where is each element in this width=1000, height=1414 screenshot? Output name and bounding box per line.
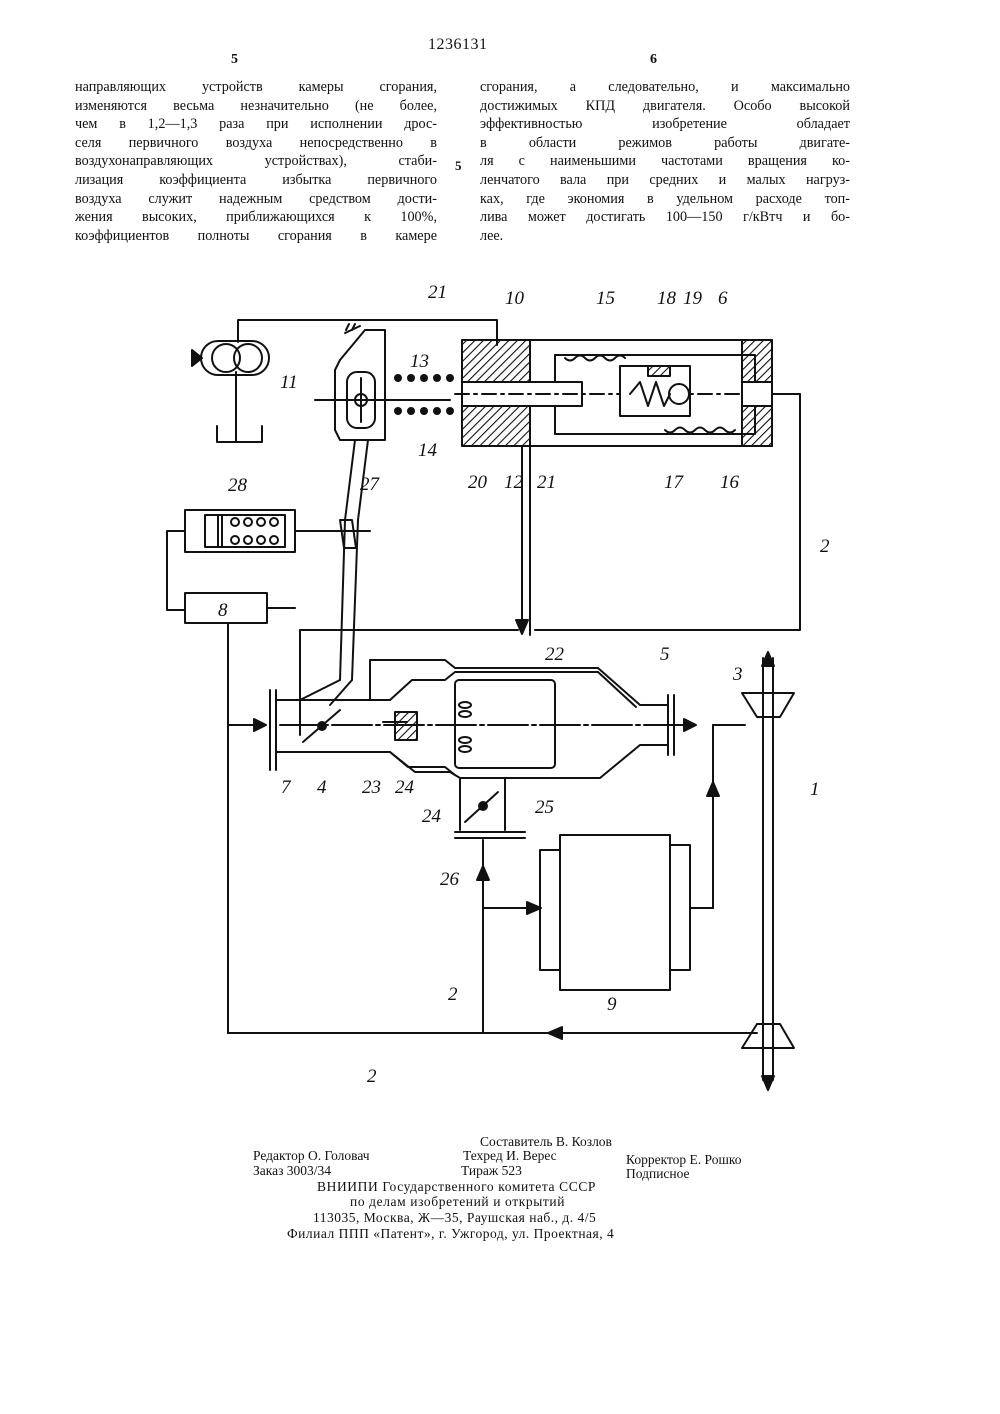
organization-dept: по делам изобретений и открытий xyxy=(350,1194,565,1210)
text-line: лее. xyxy=(480,227,850,246)
address: 113035, Москва, Ж—35, Раушская наб., д. … xyxy=(313,1210,596,1226)
editor: Редактор О. Головач xyxy=(253,1148,370,1164)
label-5: 5 xyxy=(660,644,670,665)
label-10: 10 xyxy=(505,288,525,309)
text-line: эффективностью изобретение обладает xyxy=(480,115,850,134)
secondary-air-25 xyxy=(455,778,541,1033)
text-line: ля с наименьшими частотами вращения ко- xyxy=(480,152,850,171)
label-25: 25 xyxy=(535,797,554,818)
text-line: ках, где экономия в удельном расходе топ… xyxy=(480,190,850,209)
label-2: 2 xyxy=(820,536,830,557)
label-18: 18 xyxy=(657,288,677,309)
label-21: 21 xyxy=(537,472,556,493)
label-8: 8 xyxy=(218,600,228,621)
label-3: 3 xyxy=(732,664,743,685)
label-24: 24 xyxy=(395,777,415,798)
label-19: 19 xyxy=(683,288,703,309)
text-line: ленчатого вала при средних и малых нагру… xyxy=(480,171,850,190)
text-line: в области режимов работы двигате- xyxy=(480,134,850,153)
label-24: 24 xyxy=(422,806,442,827)
text-line: селя первичного воздуха непосредственно … xyxy=(75,134,437,153)
organization: ВНИИПИ Государственного комитета СССР xyxy=(317,1179,596,1195)
label-15: 15 xyxy=(596,288,615,309)
label-13: 13 xyxy=(410,351,429,372)
combustion-chamber-5 xyxy=(280,660,696,778)
actuator-28 xyxy=(167,510,370,610)
lever-assembly xyxy=(315,324,450,520)
label-2: 2 xyxy=(448,984,458,1005)
label-17: 17 xyxy=(664,472,685,493)
text-line: изменяются весьма незначительно (не боле… xyxy=(75,97,437,116)
text-line: чем в 1,2—1,3 раза при исполнении дрос- xyxy=(75,115,437,134)
label-9: 9 xyxy=(607,994,617,1015)
text-line: сгорания, а следовательно, и максимально xyxy=(480,78,850,97)
label-6: 6 xyxy=(718,288,728,309)
transmission-shaft-1 xyxy=(713,652,794,1090)
label-7: 7 xyxy=(281,777,292,798)
text-line: воздухонаправляющих устройствах), стаби- xyxy=(75,152,437,171)
label-14: 14 xyxy=(418,440,438,461)
subscription: Подписное xyxy=(626,1166,690,1182)
label-27: 27 xyxy=(360,474,381,495)
margin-line-number: 5 xyxy=(455,158,462,174)
engine-schematic-figure: 21 10 15 18 19 6 13 11 14 20 12 21 17 16… xyxy=(0,270,1000,1120)
intake-duct-4 xyxy=(228,690,390,770)
label-23: 23 xyxy=(362,777,381,798)
text-line: достижимых КПД двигателя. Особо высокой xyxy=(480,97,850,116)
text-line: воздуха служит надежным средством дости- xyxy=(75,190,437,209)
label-11: 11 xyxy=(280,372,298,393)
text-column-right: сгорания, а следовательно, и максимально… xyxy=(480,78,850,245)
label-2: 2 xyxy=(367,1066,377,1087)
page-number-right: 6 xyxy=(650,52,657,68)
label-12: 12 xyxy=(504,472,524,493)
label-20: 20 xyxy=(468,472,488,493)
label-28: 28 xyxy=(228,475,248,496)
techred: Техред И. Верес xyxy=(463,1148,557,1164)
spring-13 xyxy=(394,374,454,415)
label-22: 22 xyxy=(545,644,565,665)
text-line: жения высоких, приближающихся к 100%, xyxy=(75,208,437,227)
order: Заказ 3003/34 xyxy=(253,1163,331,1179)
text-line: лизация коэффициента избытка первичного xyxy=(75,171,437,190)
label-26: 26 xyxy=(440,869,460,890)
circulation: Тираж 523 xyxy=(461,1163,522,1179)
branch: Филиал ППП «Патент», г. Ужгород, ул. Про… xyxy=(287,1226,614,1242)
text-line: коэффициентов полноты сгорания в камере xyxy=(75,227,437,246)
engine-9 xyxy=(540,725,719,990)
page-number-left: 5 xyxy=(231,52,238,68)
label-4: 4 xyxy=(317,777,327,798)
text-line: направляющих устройств камеры сгорания, xyxy=(75,78,437,97)
label-16: 16 xyxy=(720,472,740,493)
text-column-left: направляющих устройств камеры сгорания, … xyxy=(75,78,437,245)
text-line: лива может достигать 100—150 г/кВтч и бо… xyxy=(480,208,850,227)
label-21: 21 xyxy=(428,282,447,303)
label-1: 1 xyxy=(810,779,820,800)
patent-number: 1236131 xyxy=(428,36,488,54)
